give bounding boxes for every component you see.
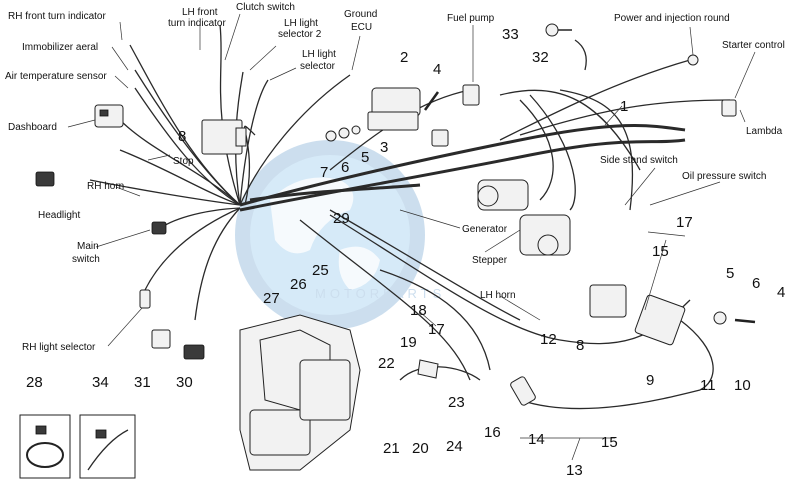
- label-ground-ecu-2: ECU: [351, 22, 372, 33]
- rh-light-selector-connector: [139, 289, 151, 309]
- bolt-4: [423, 91, 440, 111]
- callout-13: 13: [566, 462, 583, 479]
- label-lh-light-sel-1: LH light: [302, 49, 336, 60]
- callout-15: 15: [601, 434, 618, 451]
- cable-tie-28: [19, 414, 71, 479]
- callout-30: 30: [176, 374, 193, 391]
- label-lh-light-sel2-2: selector 2: [278, 29, 322, 40]
- label-air-temp: Air temperature sensor: [5, 71, 107, 82]
- callout-31: 31: [134, 374, 151, 391]
- callout-27: 27: [263, 290, 280, 307]
- callout-4-right: 4: [777, 284, 785, 301]
- label-starter-control: Starter control: [722, 40, 785, 51]
- callout-22: 22: [378, 355, 395, 372]
- label-rh-front-turn: RH front turn indicator: [8, 11, 106, 22]
- ecu-bracket-2: [367, 87, 421, 131]
- callout-8-right: 8: [576, 337, 584, 354]
- callout-5: 5: [361, 149, 369, 166]
- callout-3: 3: [380, 139, 388, 156]
- callout-32: 32: [532, 49, 549, 66]
- engine: [239, 314, 361, 471]
- callout-16: 16: [484, 424, 501, 441]
- callout-24: 24: [446, 438, 463, 455]
- label-clutch-switch: Clutch switch: [236, 2, 295, 13]
- callout-17: 17: [428, 321, 445, 338]
- clip-32: [574, 39, 587, 71]
- throttle-body: [477, 179, 571, 256]
- label-lh-light-sel-2: selector: [300, 61, 336, 72]
- label-immobilizer: Immobilizer aeral: [22, 42, 98, 53]
- label-main-switch-1: Main: [77, 241, 99, 252]
- label-fuel-pump: Fuel pump: [447, 13, 495, 24]
- callout-25: 25: [312, 262, 329, 279]
- callout-18: 18: [410, 302, 427, 319]
- callout-4: 4: [433, 61, 441, 78]
- label-stepper: Stepper: [472, 255, 508, 266]
- callout-19: 19: [400, 334, 417, 351]
- callout-17-right: 17: [676, 214, 693, 231]
- sensor-30: [183, 344, 205, 360]
- callout-6: 6: [341, 159, 349, 176]
- callout-21: 21: [383, 440, 400, 457]
- callout-15-right: 15: [652, 243, 669, 260]
- connector-3: [431, 129, 449, 147]
- label-dashboard: Dashboard: [8, 122, 57, 133]
- callout-33: 33: [502, 26, 519, 43]
- label-headlight: Headlight: [38, 210, 80, 221]
- label-lh-horn: LH horn: [480, 290, 516, 301]
- lambda-connector: [721, 99, 737, 117]
- relay-31: [151, 329, 171, 349]
- label-power-injection: Power and injection round: [614, 13, 730, 24]
- watermark-brand: MOTORPARTS: [315, 286, 445, 301]
- main-switch-connector: [151, 221, 167, 235]
- label-rh-horn: RH horn: [87, 181, 124, 192]
- main-harness: [89, 24, 731, 410]
- bolt-4-right: [713, 311, 756, 325]
- dashboard-connector: [94, 104, 124, 128]
- callout-10: 10: [734, 377, 751, 394]
- callout-34: 34: [92, 374, 109, 391]
- callout-20: 20: [412, 440, 429, 457]
- label-rh-light-selector: RH light selector: [22, 342, 96, 353]
- label-lambda: Lambda: [746, 126, 783, 137]
- washers-5-6: [325, 125, 361, 142]
- callout-14: 14: [528, 431, 545, 448]
- callout-28: 28: [26, 374, 43, 391]
- callout-5-right: 5: [726, 265, 734, 282]
- label-lh-light-sel2-1: LH light: [284, 18, 318, 29]
- coil-14: [510, 376, 536, 406]
- fuel-pump-connector: [462, 84, 480, 106]
- callout-numbers: 1 2 3 4 5 6 7 8 9 10 11 12 13 14 15 16 1…: [26, 26, 785, 479]
- label-lh-front-turn-1: LH front: [182, 7, 218, 18]
- cable-strap-34: [79, 414, 136, 479]
- callout-29: 29: [333, 210, 350, 227]
- label-main-switch-2: switch: [72, 254, 100, 265]
- callout-6-right: 6: [752, 275, 760, 292]
- starter-control-connector: [687, 54, 699, 66]
- callout-26: 26: [290, 276, 307, 293]
- callout-8: 8: [178, 128, 186, 145]
- callout-23: 23: [448, 394, 465, 411]
- relay-8: [201, 119, 247, 155]
- label-side-stand: Side stand switch: [600, 155, 678, 166]
- leader-lines: [67, 13, 756, 461]
- text-labels: RH front turn indicator Immobilizer aera…: [5, 2, 785, 353]
- label-ground-ecu-1: Ground: [344, 9, 377, 20]
- callout-7: 7: [320, 164, 328, 181]
- regulator-9: [589, 284, 686, 346]
- callout-9: 9: [646, 372, 654, 389]
- callout-12: 12: [540, 331, 557, 348]
- headlight-connector: [35, 171, 55, 187]
- callout-2: 2: [400, 49, 408, 66]
- label-generator: Generator: [462, 224, 508, 235]
- label-lh-front-turn-2: turn indicator: [168, 18, 226, 29]
- screw-33: [545, 23, 572, 37]
- label-stop: Stop: [173, 156, 194, 167]
- sensor-23: [417, 359, 439, 379]
- callout-11: 11: [700, 377, 716, 394]
- callout-1: 1: [620, 98, 628, 115]
- label-oil-pressure: Oil pressure switch: [682, 171, 766, 182]
